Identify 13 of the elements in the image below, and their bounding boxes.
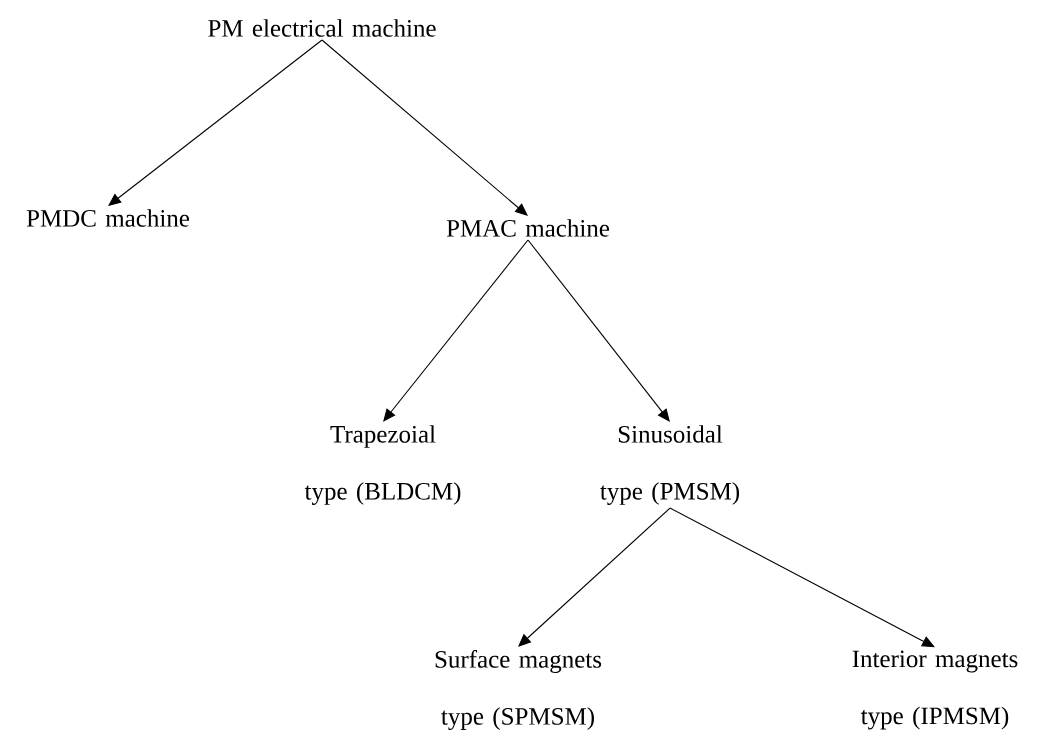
label-text: Sinusoidal type (PMSM) bbox=[600, 425, 740, 505]
arrow bbox=[518, 507, 671, 647]
label-text: Interior magnets type (IPMSM) bbox=[852, 650, 1018, 730]
label-text: PMAC machine bbox=[446, 219, 610, 237]
arrow bbox=[669, 507, 935, 648]
label-text: PM electrical machine bbox=[208, 19, 436, 37]
arrow bbox=[527, 239, 670, 422]
arrow bbox=[321, 39, 528, 216]
label-text: Surface magnets type (SPMSM) bbox=[435, 650, 602, 730]
label-text: PMDC machine bbox=[26, 209, 190, 227]
arrow bbox=[108, 39, 323, 206]
arrow bbox=[383, 239, 529, 422]
label-text: Trapezoial type (BLDCM) bbox=[304, 425, 461, 505]
